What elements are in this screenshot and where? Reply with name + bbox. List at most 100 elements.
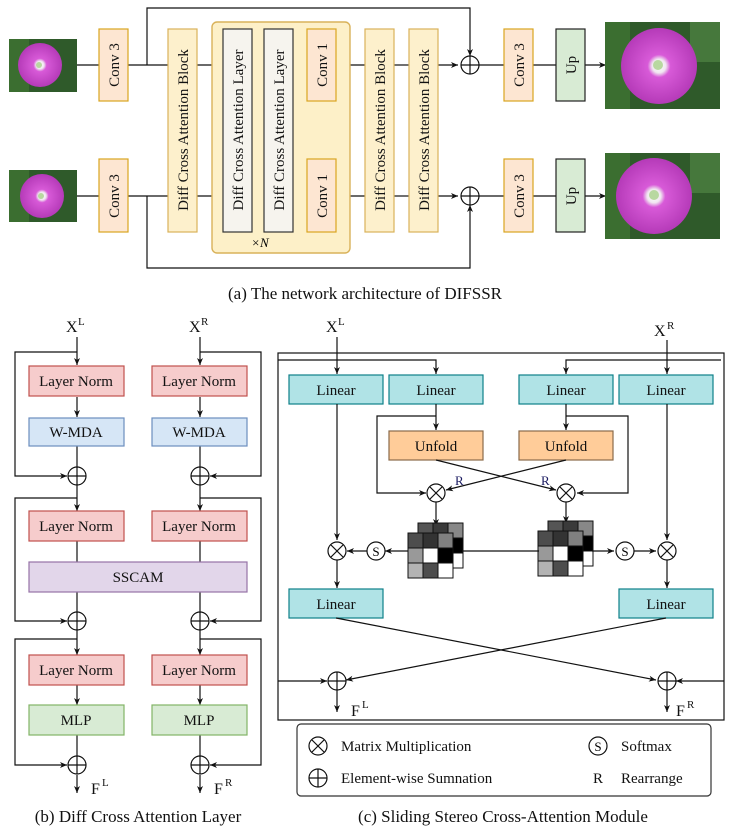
svg-text:R: R xyxy=(225,777,233,789)
attention-cell xyxy=(552,545,569,562)
output-fr: F R xyxy=(676,699,695,720)
attention-cell xyxy=(567,560,584,577)
linear-kv-right: Linear xyxy=(518,374,614,405)
caption-b: (b) Diff Cross Attention Layer xyxy=(35,807,242,826)
diff-cross-attention-block-1: Diff Cross Attention Block xyxy=(167,28,198,233)
svg-text:F: F xyxy=(214,781,223,798)
layer-norm-left-1: Layer Norm xyxy=(28,365,125,397)
up-label: Up xyxy=(564,187,580,205)
svg-text:SSCAM: SSCAM xyxy=(113,570,164,586)
attention-cell xyxy=(422,532,439,549)
matmul-icon xyxy=(327,541,347,561)
output-fl: F L xyxy=(351,699,369,720)
matmul-icon xyxy=(657,541,677,561)
repeat-group: Diff Cross Attention Layer Diff Cross At… xyxy=(211,21,351,254)
output-image-right xyxy=(605,153,720,239)
svg-text:F: F xyxy=(351,703,360,720)
svg-text:Layer Norm: Layer Norm xyxy=(162,374,236,390)
diff-cross-attention-block-3: Diff Cross Attention Block xyxy=(408,28,439,233)
attention-cell xyxy=(422,562,439,579)
output-image-left xyxy=(605,22,720,109)
sum-icon xyxy=(460,55,480,75)
rearrange-mark: R xyxy=(541,473,550,488)
svg-text:S: S xyxy=(372,544,379,559)
attention-map-left xyxy=(407,522,464,579)
svg-text:X: X xyxy=(189,319,201,336)
repeat-label: ×N xyxy=(251,235,270,250)
matmul-icon xyxy=(308,736,328,756)
input-xl: X L xyxy=(326,316,345,336)
output-fl: F L xyxy=(91,777,109,798)
conv3-top: Conv 3 xyxy=(98,28,129,102)
attention-cell xyxy=(537,530,554,547)
svg-text:Unfold: Unfold xyxy=(415,439,458,455)
attention-cell xyxy=(437,532,454,549)
attention-cell xyxy=(407,547,424,564)
linear-out-left: Linear xyxy=(288,588,384,619)
input-image-left xyxy=(9,39,77,92)
attention-cell xyxy=(567,530,584,547)
rearrange-mark: R xyxy=(455,473,464,488)
conv3-label: Conv 3 xyxy=(512,43,528,87)
panel-a: Conv 3 Conv 3 Diff Cross Attention Block… xyxy=(9,7,720,303)
conv1-label: Conv 1 xyxy=(315,174,331,218)
layer-norm-right-3: Layer Norm xyxy=(151,654,248,686)
panel-b: X L X R xyxy=(14,316,262,826)
svg-text:R: R xyxy=(667,320,675,332)
input-xl: X L xyxy=(66,316,85,336)
attention-cell xyxy=(422,547,439,564)
legend: Matrix Multiplication Element-wise Sumna… xyxy=(296,723,712,797)
svg-text:Linear: Linear xyxy=(416,383,455,399)
attention-cell xyxy=(537,560,554,577)
conv3-label: Conv 3 xyxy=(107,43,123,87)
attention-map-right xyxy=(537,520,594,577)
svg-text:S: S xyxy=(594,739,601,754)
conv3-top-out: Conv 3 xyxy=(503,28,534,102)
diff-cross-attention-layer-1: Diff Cross Attention Layer xyxy=(222,28,253,233)
svg-text:Layer Norm: Layer Norm xyxy=(39,519,113,535)
linear-q-right: Linear xyxy=(618,374,714,405)
block-label: Diff Cross Attention Block xyxy=(417,49,433,211)
sum-icon xyxy=(67,466,87,486)
svg-text:Layer Norm: Layer Norm xyxy=(162,663,236,679)
input-image-right xyxy=(9,170,77,222)
svg-text:Layer Norm: Layer Norm xyxy=(162,519,236,535)
sum-icon xyxy=(190,466,210,486)
conv3-bottom: Conv 3 xyxy=(98,158,129,233)
legend-sum-label: Element-wise Sumnation xyxy=(341,771,493,787)
svg-text:Linear: Linear xyxy=(646,597,685,613)
linear-out-right: Linear xyxy=(618,588,714,619)
sum-icon xyxy=(657,671,677,691)
attention-cell xyxy=(437,562,454,579)
layer-norm-left-2: Layer Norm xyxy=(28,510,125,542)
up-label: Up xyxy=(564,56,580,74)
rearrange-icon: R xyxy=(593,771,603,787)
softmax-icon: S xyxy=(366,541,386,561)
svg-text:X: X xyxy=(66,319,78,336)
output-fr: F R xyxy=(214,777,233,798)
layer-norm-left-3: Layer Norm xyxy=(28,654,125,686)
legend-softmax-label: Softmax xyxy=(621,739,672,755)
wmda-right: W-MDA xyxy=(151,417,248,447)
svg-text:Linear: Linear xyxy=(316,597,355,613)
svg-text:F: F xyxy=(91,781,100,798)
attention-cell xyxy=(567,545,584,562)
conv3-label: Conv 3 xyxy=(512,174,528,218)
layer-norm-right-1: Layer Norm xyxy=(151,365,248,397)
input-xr: X R xyxy=(654,320,675,340)
sscam-block: SSCAM xyxy=(28,561,248,593)
conv1-label: Conv 1 xyxy=(315,43,331,87)
sum-icon xyxy=(460,186,480,206)
svg-text:Layer Norm: Layer Norm xyxy=(39,663,113,679)
linear-q-left: Linear xyxy=(288,374,384,405)
svg-text:X: X xyxy=(654,323,666,340)
svg-text:L: L xyxy=(362,699,369,711)
svg-text:W-MDA: W-MDA xyxy=(172,425,225,441)
matmul-icon xyxy=(426,483,446,503)
svg-text:Linear: Linear xyxy=(546,383,585,399)
sum-icon xyxy=(67,611,87,631)
legend-matmul-label: Matrix Multiplication xyxy=(341,739,472,755)
matmul-icon xyxy=(556,483,576,503)
linear-kv-left: Linear xyxy=(388,374,484,405)
